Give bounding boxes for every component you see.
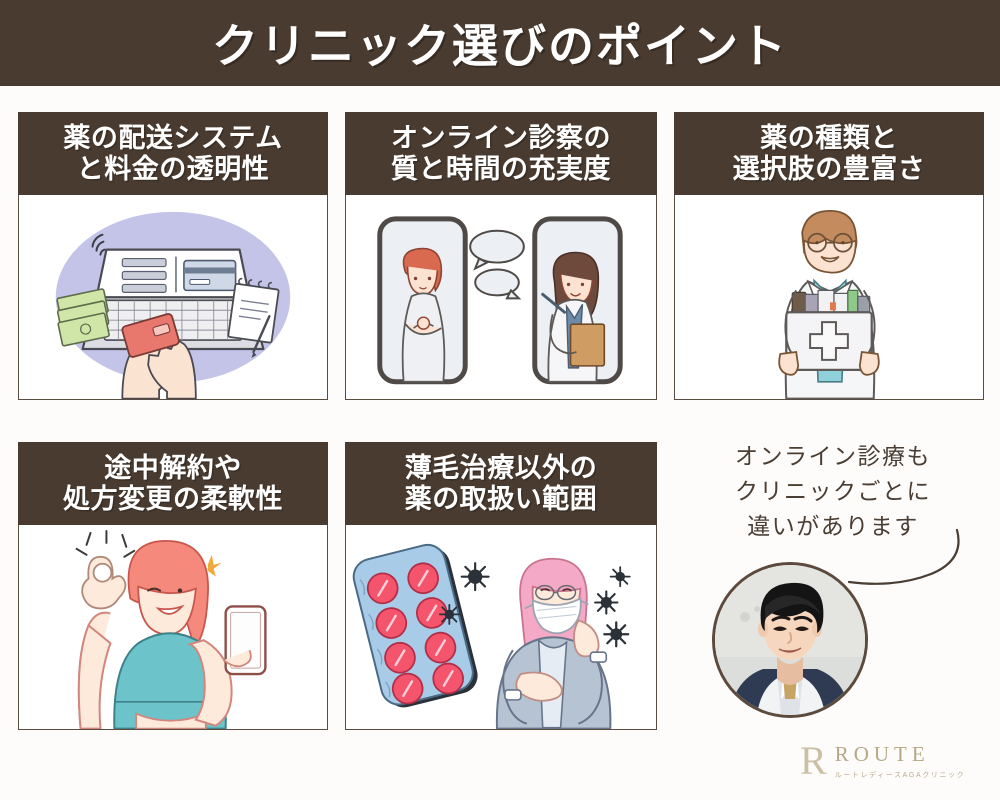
card-title-line-2: 質と時間の充実度 xyxy=(391,154,611,184)
logo-mark-r: R xyxy=(800,738,827,783)
quote-line-2: クリニックごとに xyxy=(735,477,931,504)
card-delivery-and-pricing: 薬の配送システム と料金の透明性 xyxy=(18,112,328,400)
card-illustration-area xyxy=(345,195,657,400)
doctor-holding-medicine-box-illustration xyxy=(778,210,880,399)
card-header: オンライン診察の 質と時間の充実度 xyxy=(345,112,657,195)
laptop-online-payment-illustration xyxy=(55,211,291,399)
logo-subtitle: ルートレディースAGAクリニック xyxy=(834,772,966,779)
logo-name: ROUTE xyxy=(834,742,930,766)
card-header: 途中解約や 処方変更の柔軟性 xyxy=(18,442,328,525)
page-header: クリニック選びのポイント xyxy=(0,0,1000,86)
card-title-line-2: 選択肢の豊富さ xyxy=(732,154,926,184)
card-illustration-area xyxy=(18,195,328,400)
card-non-hairloss-medicine-range: 薄毛治療以外の 薬の取扱い範囲 xyxy=(345,442,657,730)
card-title-line-1: オンライン診察の xyxy=(391,122,611,153)
cards-grid: 薬の配送システム と料金の透明性 xyxy=(0,86,1000,800)
doctor-avatar xyxy=(712,562,868,718)
pill-sheet-and-masked-woman-illustration xyxy=(352,543,631,729)
page-title: クリニック選びのポイント xyxy=(212,20,788,72)
card-title-line-2: と料金の透明性 xyxy=(76,154,270,184)
card-title-line-1: 薄毛治療以外の xyxy=(404,452,598,483)
card-online-consultation-quality: オンライン診察の 質と時間の充実度 xyxy=(345,112,657,400)
card-title-line-2: 処方変更の柔軟性 xyxy=(63,484,283,514)
quote-line-3: 違いがあります xyxy=(747,512,919,539)
card-header: 薄毛治療以外の 薬の取扱い範囲 xyxy=(345,442,657,525)
brand-logo: R ROUTE ルートレディースAGAクリニック xyxy=(800,735,996,787)
card-header: 薬の種類と 選択肢の豊富さ xyxy=(674,112,984,195)
card-title-line-1: 薬の種類と xyxy=(760,122,898,153)
card-title-line-2: 薬の取扱い範囲 xyxy=(404,484,598,514)
woman-ok-sign-smartphone-illustration xyxy=(75,529,267,729)
doctor-quote-block: オンライン診療も クリニックごとに 違いがあります xyxy=(672,438,994,558)
card-title-line-1: 途中解約や xyxy=(104,452,242,483)
card-cancellation-flexibility: 途中解約や 処方変更の柔軟性 xyxy=(18,442,328,730)
card-header: 薬の配送システム と料金の透明性 xyxy=(18,112,328,195)
card-title-line-1: 薬の配送システム xyxy=(63,122,283,153)
card-medicine-variety: 薬の種類と 選択肢の豊富さ xyxy=(674,112,984,400)
smartphone-video-consultation-illustration xyxy=(377,216,623,385)
card-illustration-area xyxy=(674,195,984,400)
card-illustration-area xyxy=(18,525,328,730)
quote-line-1: オンライン診療も xyxy=(735,443,931,469)
card-illustration-area xyxy=(345,525,657,730)
speech-bubble-tail xyxy=(847,528,960,585)
